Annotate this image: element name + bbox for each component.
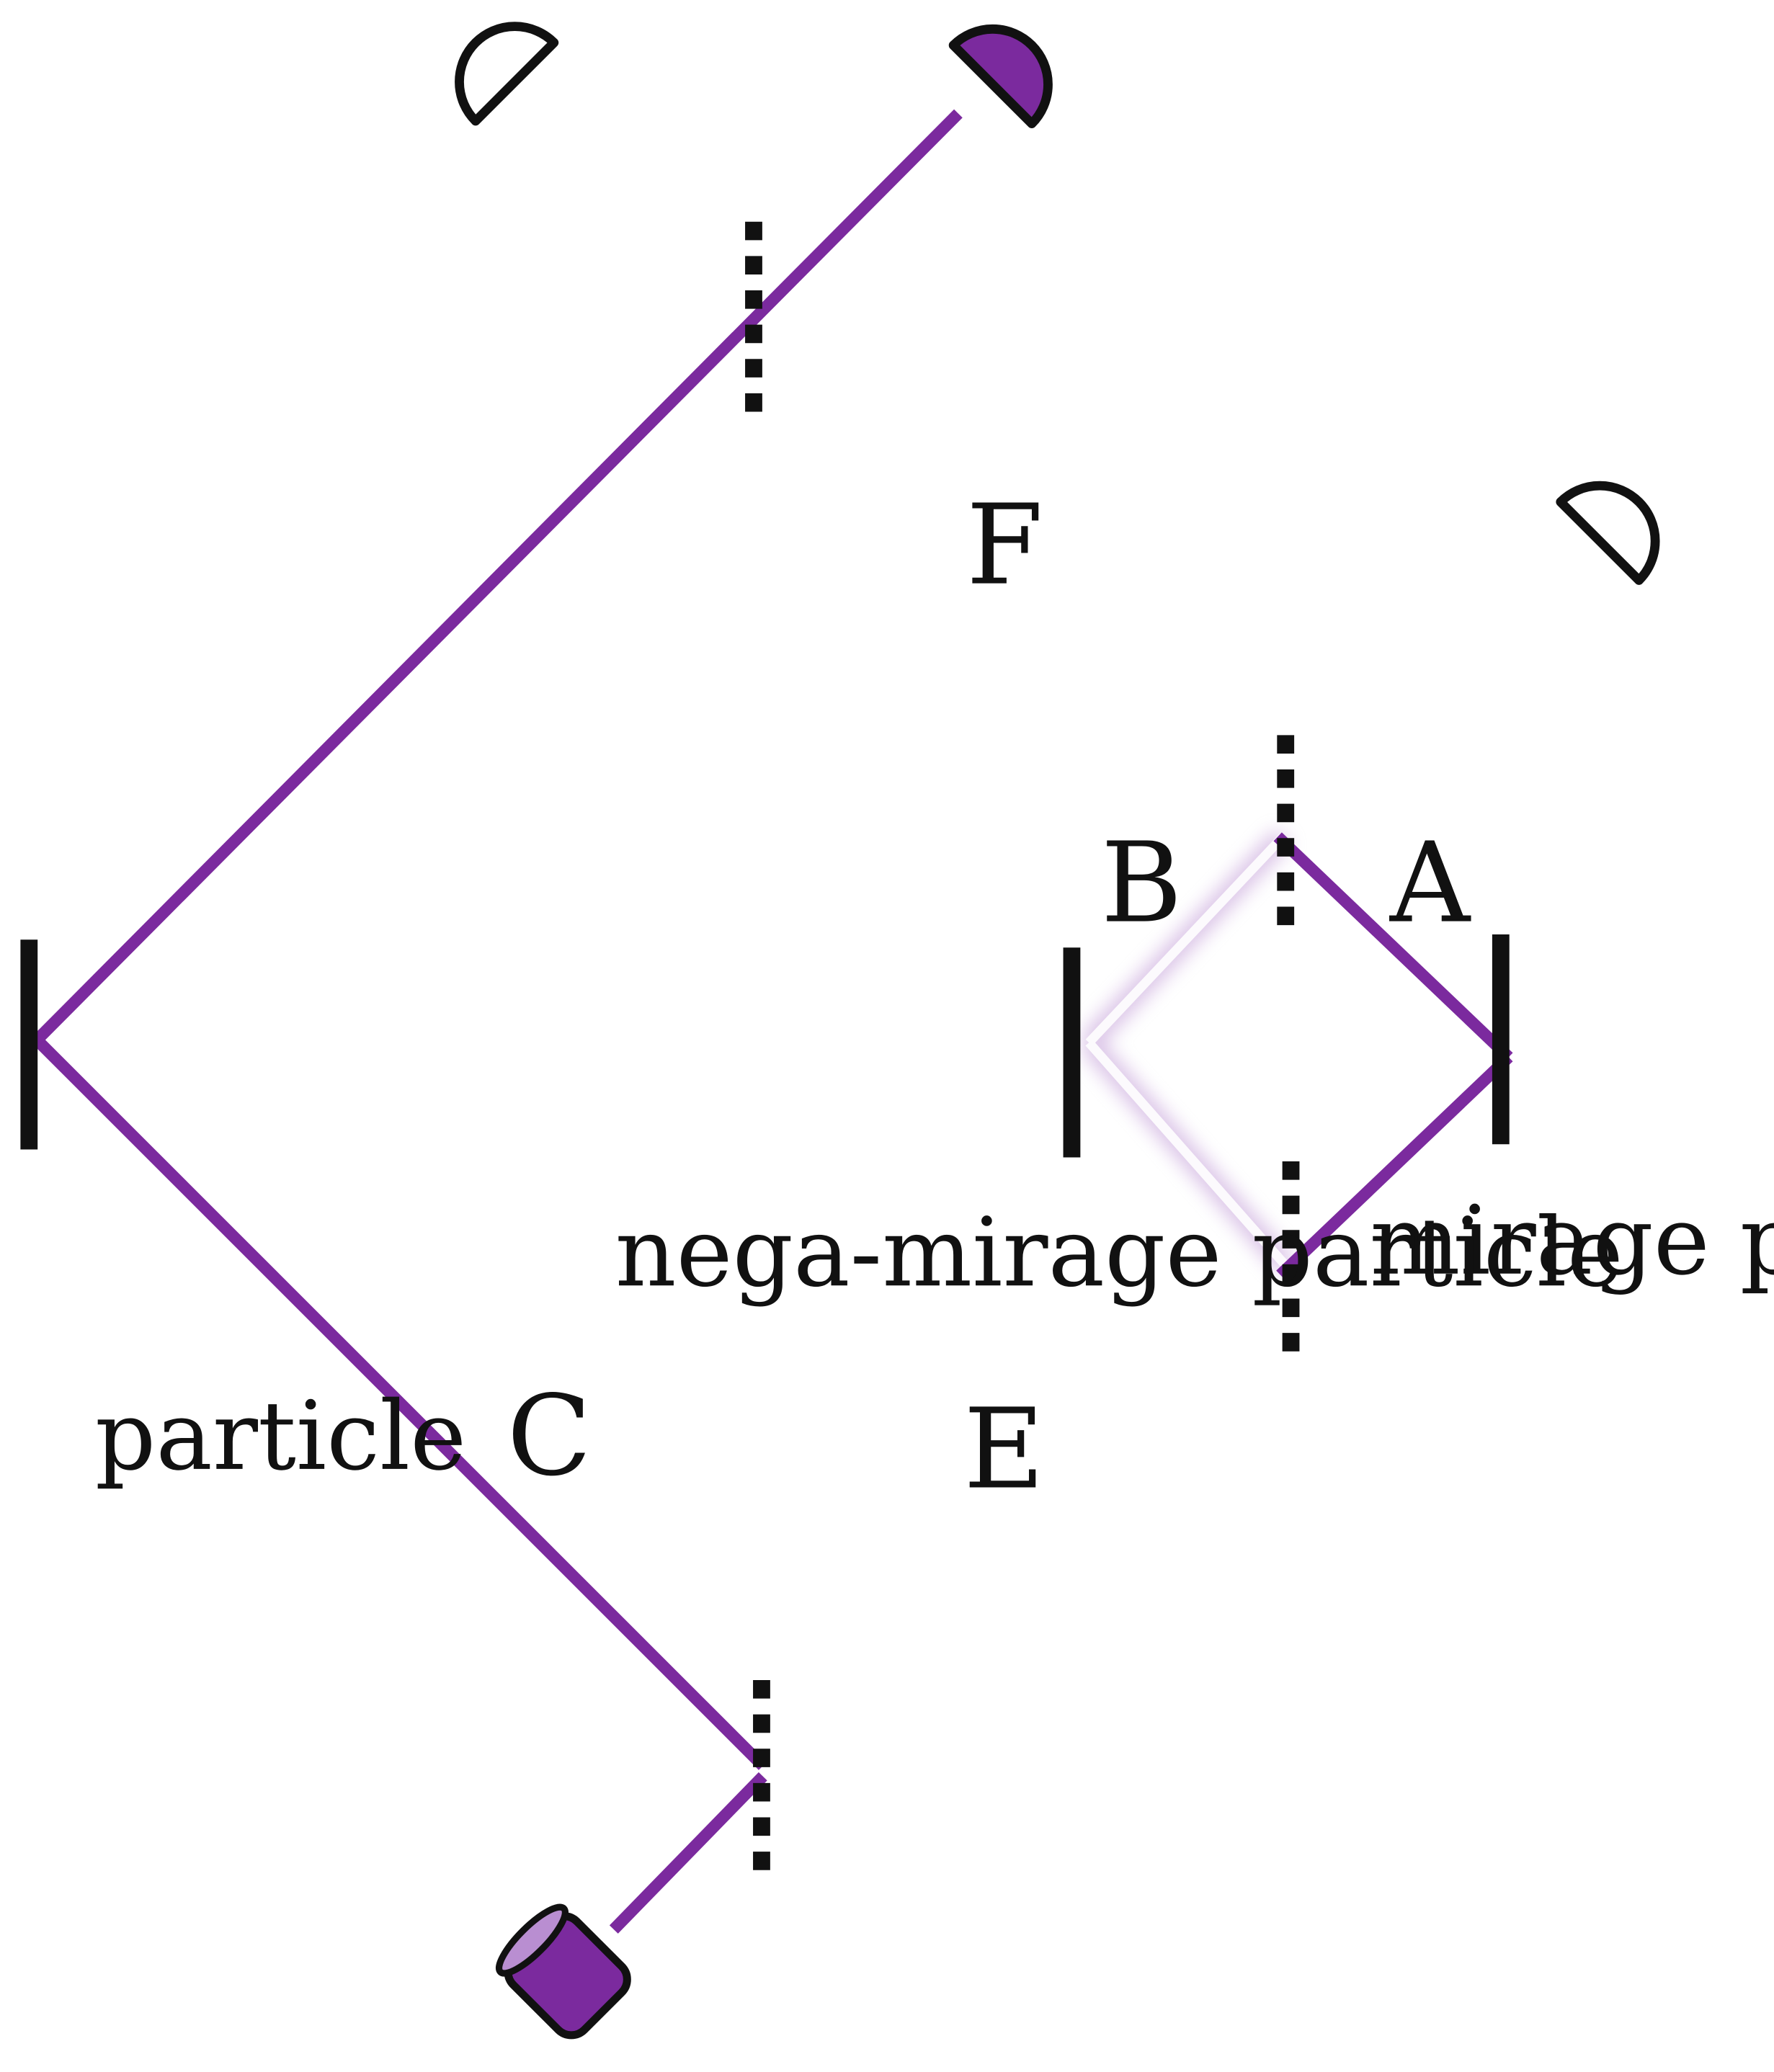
main-beam-path: [32, 109, 963, 1934]
particle-source: [495, 1903, 631, 2040]
beam-splitter-to-left-mirror: [32, 1035, 767, 1770]
mirage-particle-path: [1273, 832, 1513, 1280]
detector-empty-top-left: [455, 22, 559, 126]
label-E: E: [963, 1385, 1044, 1514]
detector-empty-right: [1556, 481, 1660, 585]
beam-source-to-splitter: [609, 1772, 767, 1934]
detector-filled-top: [948, 24, 1053, 129]
label-particle: particle: [95, 1382, 466, 1492]
label-F: F: [966, 481, 1043, 610]
beam-left-mirror-to-detector: [32, 109, 963, 1045]
label-A: A: [1389, 819, 1471, 948]
mirage-beam-lower: [1276, 1053, 1513, 1280]
label-C: C: [507, 1372, 592, 1501]
label-B: B: [1101, 819, 1182, 948]
label-mirage-particle: mirage particle: [1370, 1187, 1774, 1297]
mirage-beam-upper: [1273, 832, 1513, 1062]
label-nega-mirage-particle: nega-mirage particle: [615, 1198, 1623, 1308]
nega-mirage-path-core: [1085, 833, 1291, 1270]
